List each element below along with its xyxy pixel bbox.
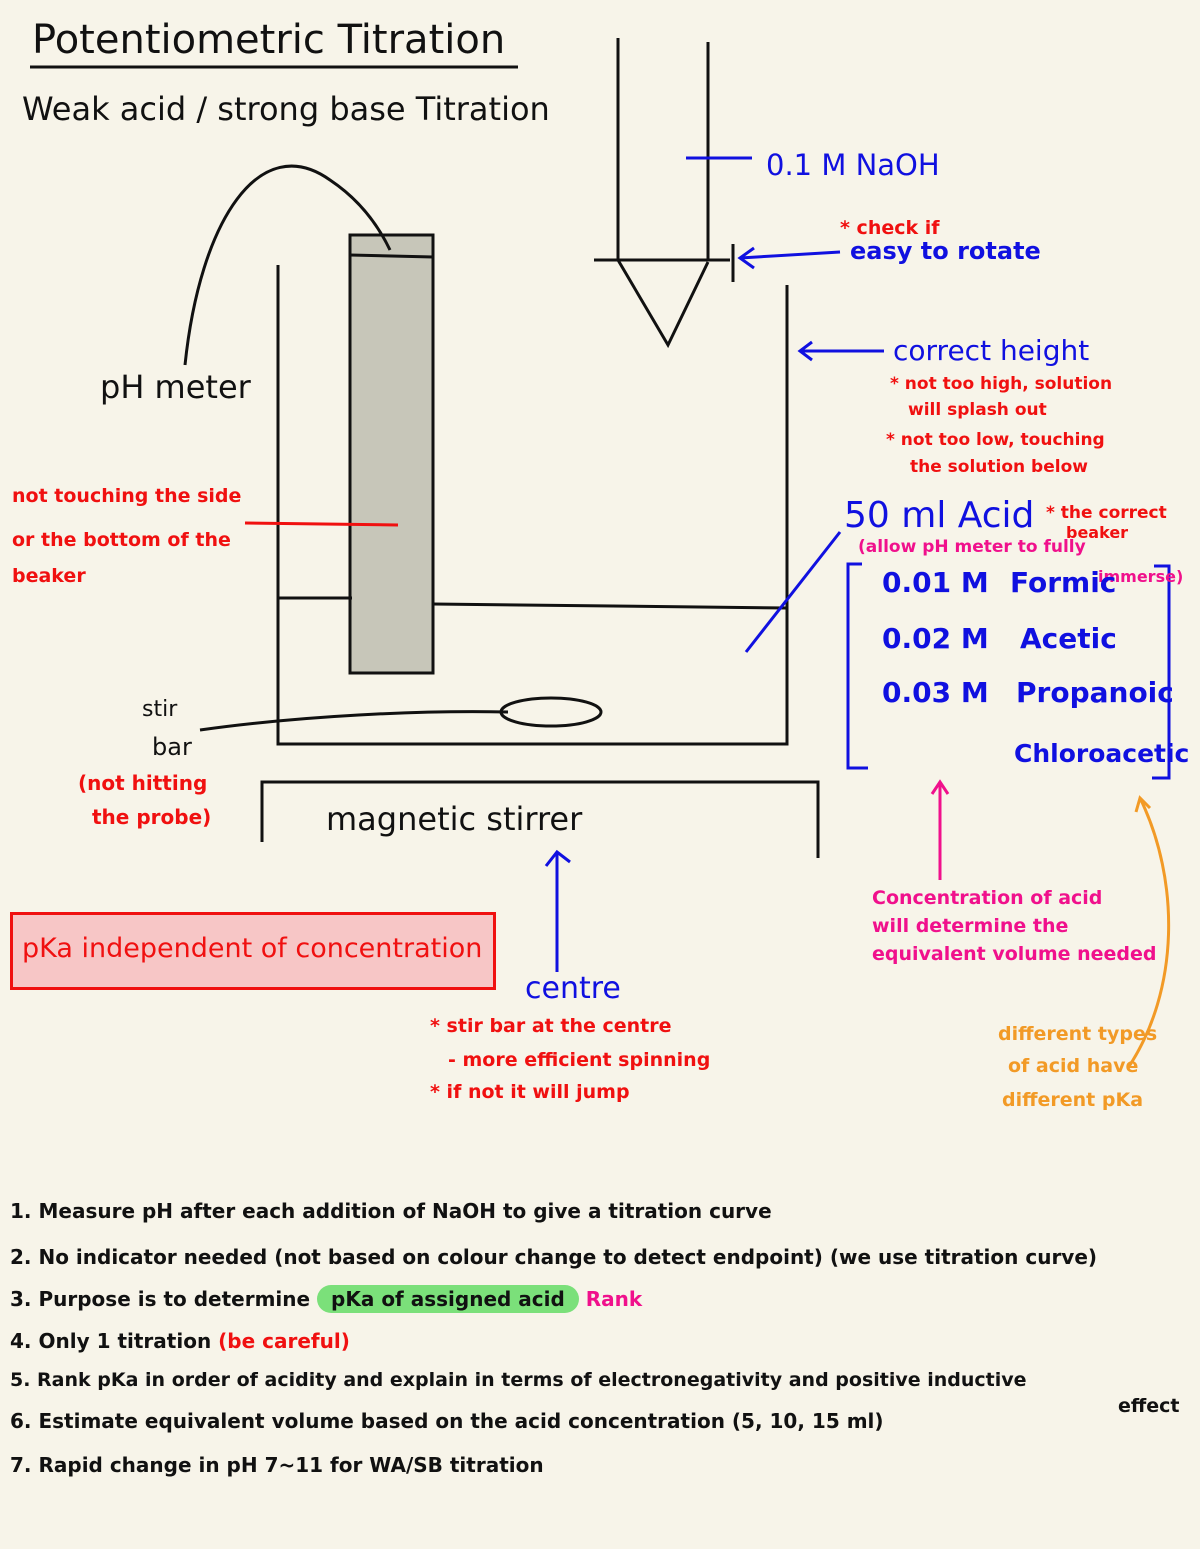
step-1: 1. Measure pH after each addition of NaO…	[10, 1199, 772, 1223]
step-5: 5. Rank pKa in order of acidity and expl…	[10, 1369, 1027, 1391]
concentration-note-line3: equivalent volume needed	[872, 943, 1157, 965]
pka-arrow	[1126, 795, 1171, 1069]
step-4: 4. Only 1 titration (be careful)	[10, 1330, 350, 1352]
acid-name-4: Chloroacetic	[1014, 739, 1190, 768]
acid-name-1: Formic	[1010, 566, 1117, 599]
stir-bar-note-line1: (not hitting	[78, 771, 208, 795]
naoh-label: 0.1 M NaOH	[766, 148, 940, 182]
step-3-rank: Rank	[585, 1287, 643, 1311]
allow-note-line1: (allow pH meter to fully	[858, 537, 1086, 557]
step-7: 7. Rapid change in pH 7~11 for WA/SB tit…	[10, 1453, 544, 1477]
step-3-text: 3. Purpose is to determine	[10, 1287, 311, 1311]
step-4-text: 4. Only 1 titration	[10, 1329, 212, 1353]
magnetic-stirrer-label: magnetic stirrer	[326, 800, 583, 838]
page-title: Potentiometric Titration	[32, 17, 506, 63]
step-5-continued: effect	[1118, 1395, 1180, 1417]
acid-bracket-left	[846, 562, 868, 770]
height-note-line3: * not too low, touching	[886, 430, 1105, 450]
beaker	[276, 265, 789, 746]
pka-note-line1: different types	[998, 1023, 1158, 1045]
acid-conc-3: 0.03 M	[882, 676, 989, 709]
tap-note-line1: * check if	[840, 217, 940, 239]
centre-note-line1: * stir bar at the centre	[430, 1015, 672, 1037]
probe-note-pointer	[244, 521, 399, 527]
ph-probe	[348, 233, 435, 675]
pka-note-text: pKa independent of concentration	[22, 933, 483, 964]
centre-note-line2: - more efficient spinning	[448, 1049, 711, 1071]
acid-conc-2: 0.02 M	[882, 622, 989, 655]
acid-name-2: Acetic	[1020, 622, 1117, 655]
probe-note-line1: not touching the side	[12, 485, 242, 507]
tap-arrow	[737, 246, 841, 270]
acid-pointer	[744, 531, 842, 653]
stir-bar	[499, 696, 603, 728]
centre-note-line3: * if not it will jump	[430, 1081, 630, 1103]
burette	[594, 38, 735, 349]
centre-arrow	[544, 849, 571, 972]
concentration-note-line1: Concentration of acid	[872, 887, 1103, 909]
allow-note-line2: immerse)	[1098, 567, 1184, 586]
step-2: 2. No indicator needed (not based on col…	[10, 1245, 1098, 1269]
probe-note-line3: beaker	[12, 565, 86, 587]
beaker-note-line2: beaker	[1066, 523, 1129, 542]
acid-conc-1: 0.01 M	[882, 566, 989, 599]
height-arrow	[797, 340, 884, 362]
concentration-arrow	[930, 779, 950, 880]
step-3: 3. Purpose is to determine pKa of assign…	[10, 1285, 643, 1313]
ph-meter-cable	[183, 164, 392, 366]
step-4-careful: (be careful)	[218, 1329, 350, 1353]
pka-note-line3: different pKa	[1002, 1089, 1144, 1111]
acid-volume-label: 50 ml Acid	[844, 495, 1035, 536]
probe-note-line2: or the bottom of the	[12, 529, 231, 551]
magnetic-stirrer	[260, 780, 820, 858]
pka-note-box	[10, 912, 496, 990]
beaker-note-line1: * the correct	[1046, 503, 1167, 523]
stir-bar-label-line1: stir	[142, 697, 178, 722]
acid-bracket-right	[1152, 564, 1171, 780]
page-subtitle: Weak acid / strong base Titration	[22, 90, 550, 128]
solution-level-right	[432, 602, 788, 610]
stir-bar-note-line2: the probe)	[92, 805, 212, 829]
ph-meter-label: pH meter	[100, 368, 251, 406]
height-note-line2: will splash out	[908, 400, 1047, 420]
stir-bar-label-line2: bar	[152, 733, 192, 761]
step-6: 6. Estimate equivalent volume based on t…	[10, 1409, 884, 1433]
height-note-line4: the solution below	[910, 457, 1088, 477]
tap-note-line2: easy to rotate	[850, 237, 1041, 265]
correct-height-label: correct height	[893, 334, 1090, 367]
step-3-highlight: pKa of assigned acid	[317, 1285, 579, 1313]
centre-label: centre	[525, 971, 621, 1006]
height-note-line1: * not too high, solution	[890, 374, 1113, 394]
acid-name-3: Propanoic	[1016, 676, 1174, 709]
pka-note-line2: of acid have	[1008, 1055, 1139, 1077]
probe-cap-line	[349, 253, 434, 259]
stir-bar-pointer	[199, 710, 509, 732]
concentration-note-line2: will determine the	[872, 915, 1069, 937]
